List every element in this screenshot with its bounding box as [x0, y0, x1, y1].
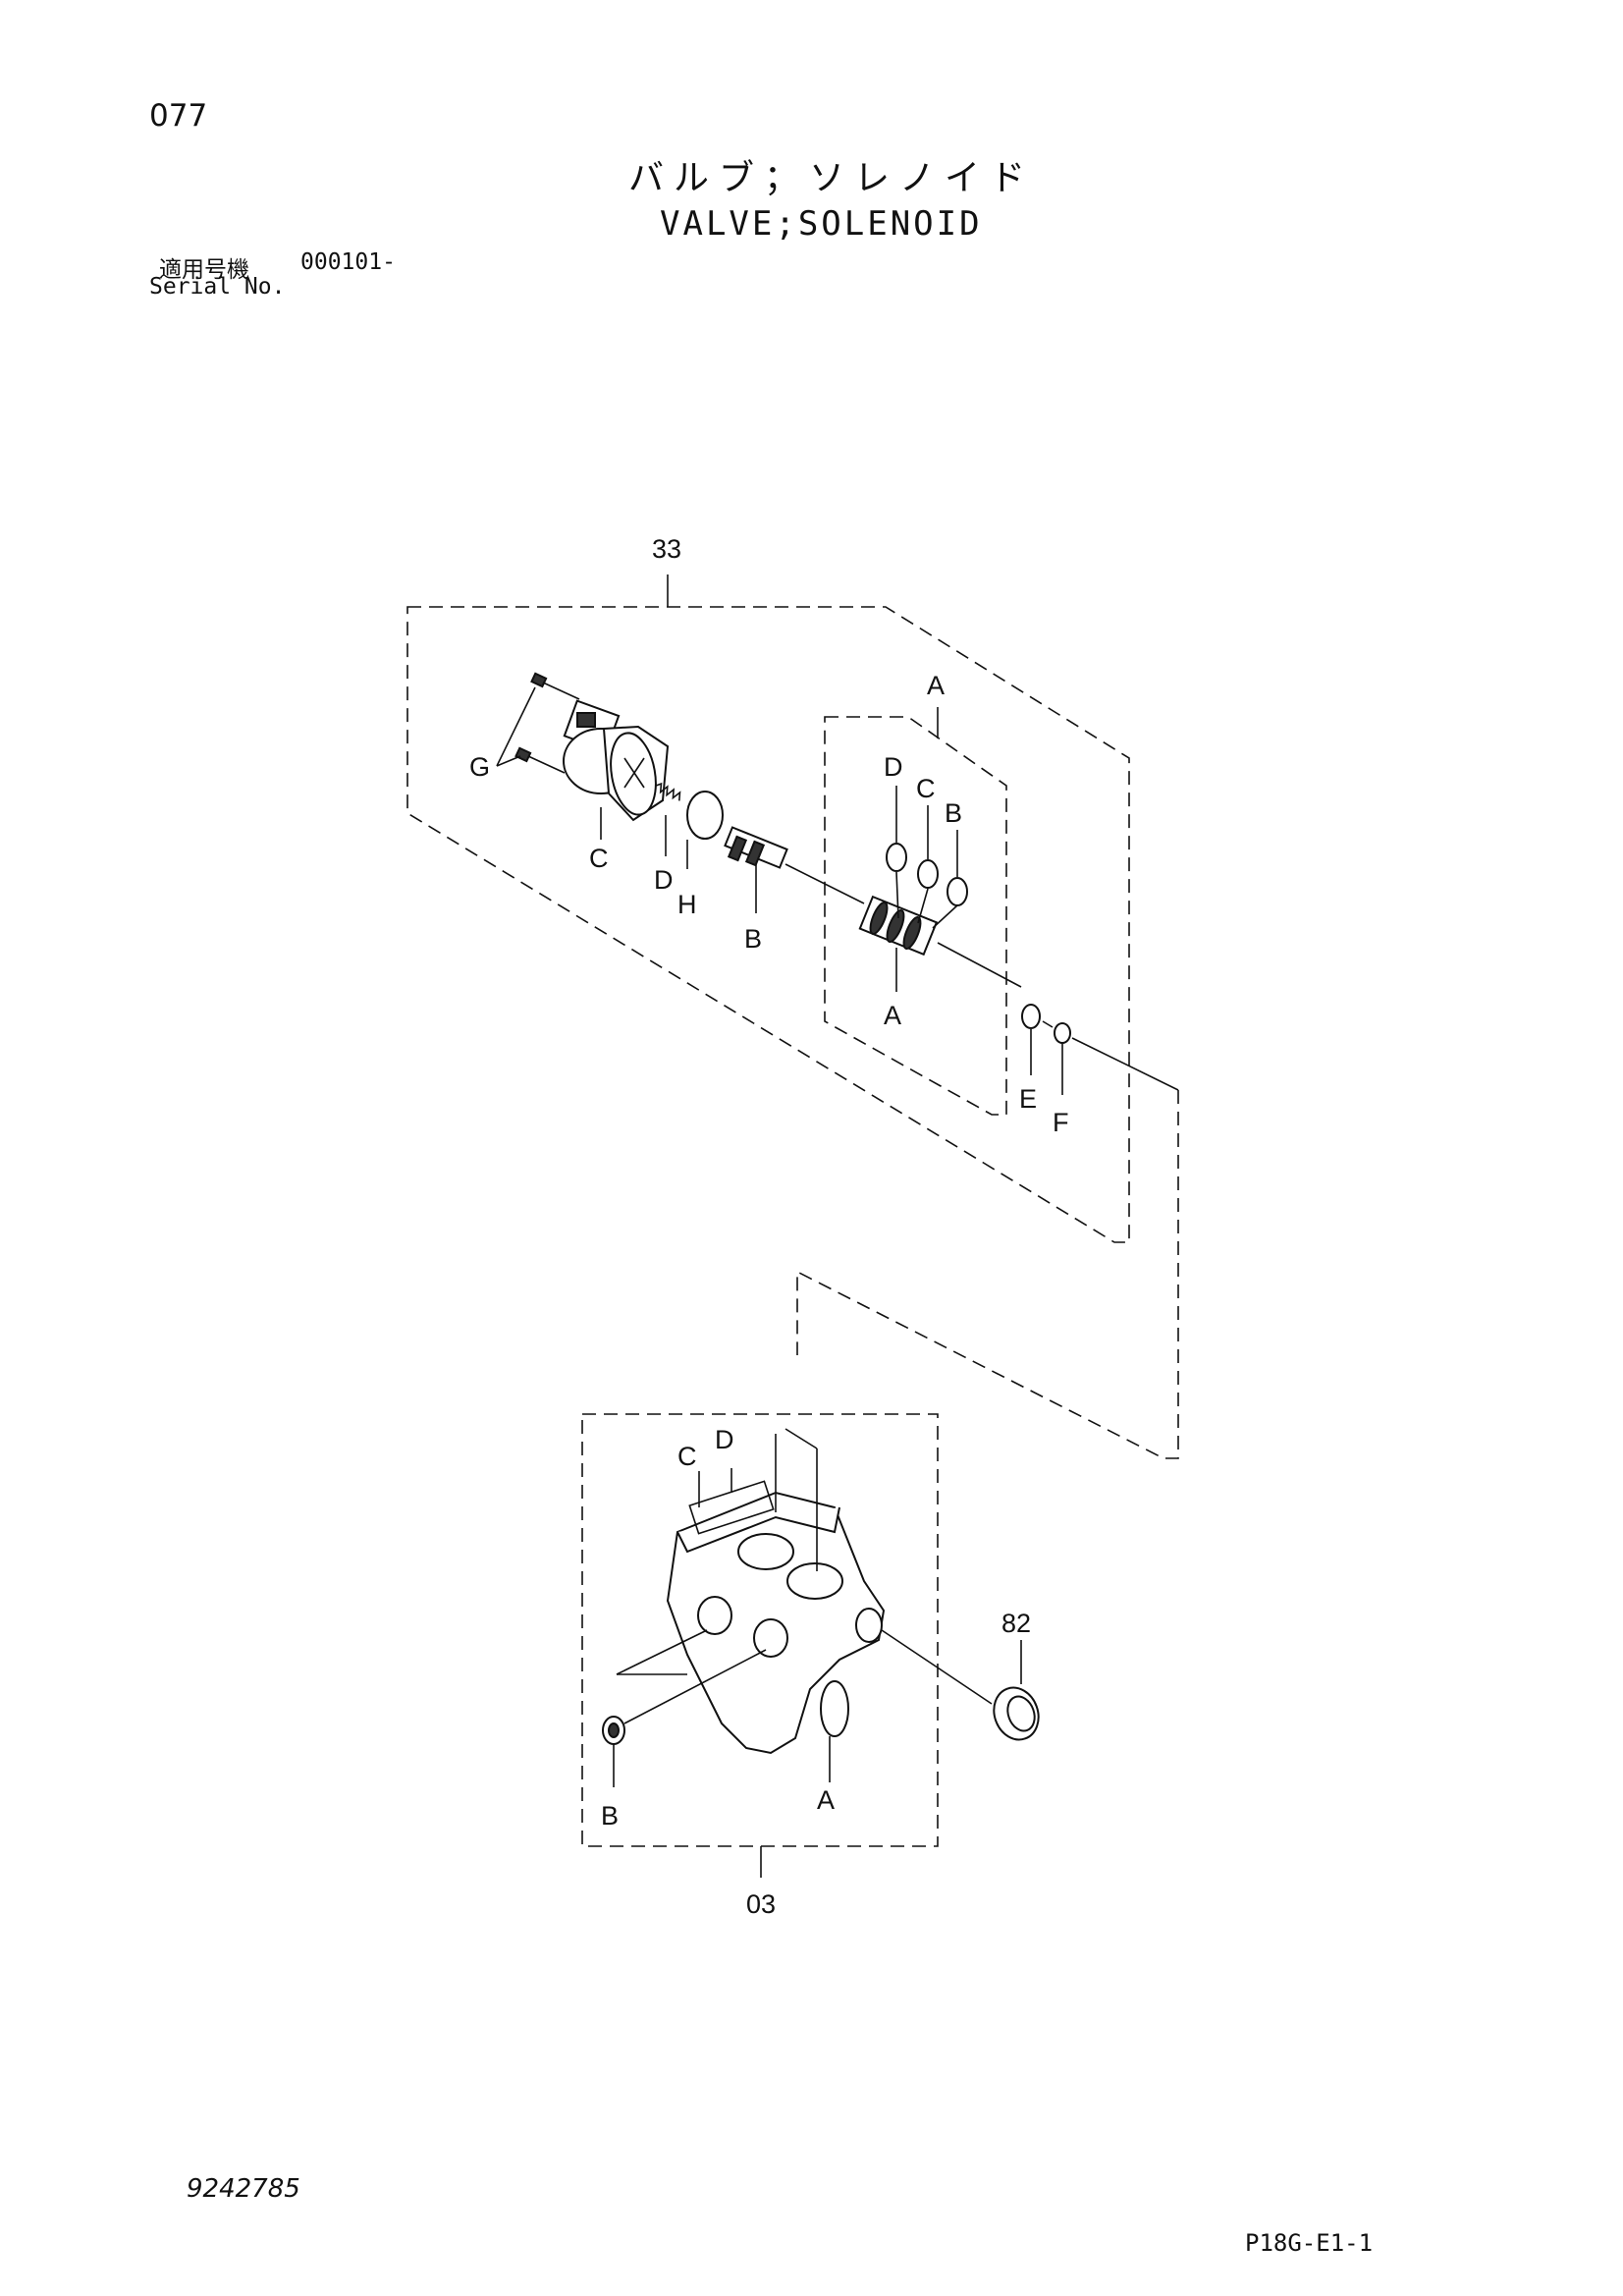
o-ring-e-part	[1021, 1004, 1041, 1029]
callout-c2: C	[916, 774, 936, 803]
callout-03: 03	[746, 1889, 776, 1919]
callout-body-a: A	[817, 1785, 835, 1815]
callout-c: C	[589, 844, 609, 873]
callout-body-b: B	[601, 1801, 619, 1831]
callout-h: H	[677, 890, 697, 919]
plug-82-part	[993, 1686, 1040, 1741]
callout-b: B	[744, 924, 762, 954]
callout-a2: A	[884, 1001, 901, 1030]
page-number: 077	[149, 98, 208, 134]
title-japanese: バルブ；ソレノイド	[628, 158, 1036, 198]
callout-g: G	[469, 752, 490, 782]
callout-b2: B	[945, 798, 962, 828]
document-number: 9242785	[187, 2174, 300, 2204]
callout-body-d: D	[715, 1425, 734, 1454]
callout-e: E	[1019, 1084, 1037, 1114]
callout-sub-a: A	[927, 671, 945, 700]
serial-label-english: Serial No.	[149, 274, 286, 300]
serial-label-japanese: 適用号機	[159, 257, 249, 283]
o-ring-c-part	[917, 859, 939, 889]
valve-body-part	[666, 1480, 886, 1755]
plug-b-part	[602, 1716, 625, 1745]
callout-82: 82	[1001, 1609, 1031, 1638]
title-english: VALVE;SOLENOID	[660, 204, 983, 244]
connector-outline	[796, 1090, 1179, 1459]
callout-body-c: C	[677, 1442, 697, 1471]
o-ring-b-part	[947, 877, 968, 906]
spring-d-part	[655, 782, 681, 801]
o-ring-h-part	[686, 791, 724, 840]
sleeve-a-part	[858, 895, 1022, 988]
o-ring-f-part	[1054, 1022, 1071, 1044]
sub-assembly-a-outline	[824, 716, 1007, 1116]
callout-f: F	[1053, 1108, 1069, 1137]
o-ring-d-part	[886, 843, 907, 872]
callout-d: D	[654, 865, 674, 895]
screw-g-parts	[496, 672, 580, 774]
assembly-03-outline	[581, 1413, 939, 1847]
spool-b-part	[724, 826, 865, 904]
assembly-33-outline	[406, 606, 1130, 1243]
callout-33: 33	[652, 534, 681, 564]
solenoid-coil-part	[563, 699, 670, 822]
serial-value: 000101-	[300, 249, 396, 275]
page-code: P18G-E1-1	[1245, 2229, 1374, 2257]
callout-d2: D	[884, 752, 903, 782]
